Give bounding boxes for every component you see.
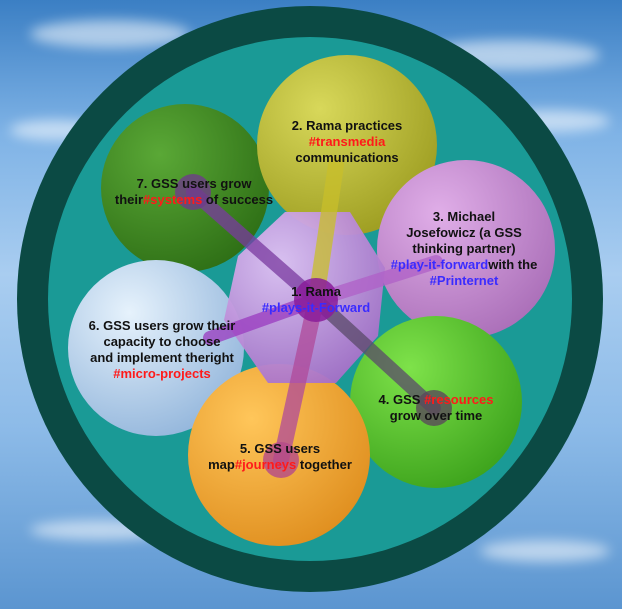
spoke-to-node-7 — [186, 185, 323, 307]
spoke-to-node-5 — [273, 292, 324, 468]
label-text: of success — [202, 192, 274, 207]
label-text: Josefowicz (a GSS — [406, 225, 522, 240]
label-line: 3. Michael — [389, 209, 539, 225]
node-3-circle — [377, 160, 555, 338]
label-line: 5. GSS users map#journeys together — [200, 441, 360, 473]
label-line: 2. Rama practices — [262, 118, 432, 134]
label-text: and implement the — [90, 350, 205, 365]
label-text: thinking partner) — [412, 241, 516, 256]
hashtag-red: #systems — [143, 192, 203, 207]
center-hub — [294, 278, 338, 322]
hashtag-blue: #plays-it-Forward — [261, 300, 371, 315]
node-5-hub — [263, 442, 299, 478]
node-6-circle — [68, 260, 244, 436]
label-line: #play-it-forwardwith the #Printernet — [389, 257, 539, 289]
label-line: 6. GSS users grow their — [80, 318, 244, 334]
label-line: and implement theright #micro-projects — [80, 350, 244, 382]
label-line: thinking partner) — [389, 241, 539, 257]
label-line: communications — [262, 150, 432, 166]
label-text: right — [204, 350, 234, 365]
hashtag-red: #micro-projects — [113, 366, 211, 381]
hashtag-red: #transmedia — [308, 134, 386, 149]
node-5-label: 5. GSS users map#journeys together — [200, 441, 360, 473]
spoke-to-node-2 — [308, 157, 344, 308]
node-7-label: 7. GSS users grow their#systems of succe… — [106, 176, 282, 208]
label-text: 7. GSS users grow their — [114, 176, 252, 207]
label-line: 1. Rama — [236, 284, 396, 300]
label-line: #transmedia — [262, 134, 432, 150]
hashtag-blue: #play-it-forward — [390, 257, 489, 272]
label-line: Josefowicz (a GSS — [389, 225, 539, 241]
label-text: 2. Rama practices — [291, 118, 403, 133]
label-line: grow over time — [356, 408, 516, 424]
label-text: communications — [295, 150, 399, 165]
node-1-label: 1. Rama#plays-it-Forward — [236, 284, 396, 316]
hashtag-blue: #Printernet — [429, 273, 499, 288]
label-text: capacity to choose — [103, 334, 221, 349]
label-text: 4. GSS — [378, 392, 425, 407]
label-text: 3. Michael — [432, 209, 496, 224]
node-4-hub — [416, 390, 452, 426]
hashtag-red: #resources — [424, 392, 494, 407]
label-text: 5. GSS users map — [208, 441, 321, 472]
label-line: 4. GSS #resources — [356, 392, 516, 408]
label-text: together — [296, 457, 352, 472]
hashtag-red: #journeys — [234, 457, 297, 472]
label-line: #plays-it-Forward — [236, 300, 396, 316]
spoke-to-node-4 — [309, 293, 441, 415]
label-line: 7. GSS users grow their#systems of succe… — [106, 176, 282, 208]
label-text: grow over time — [389, 408, 483, 423]
label-text: 6. GSS users grow their — [88, 318, 236, 333]
node-2-circle — [257, 55, 437, 235]
label-text: with the — [488, 257, 538, 272]
label-text: 1. Rama — [291, 284, 341, 299]
label-line: capacity to choose — [80, 334, 244, 350]
node-7-hub — [175, 174, 211, 210]
